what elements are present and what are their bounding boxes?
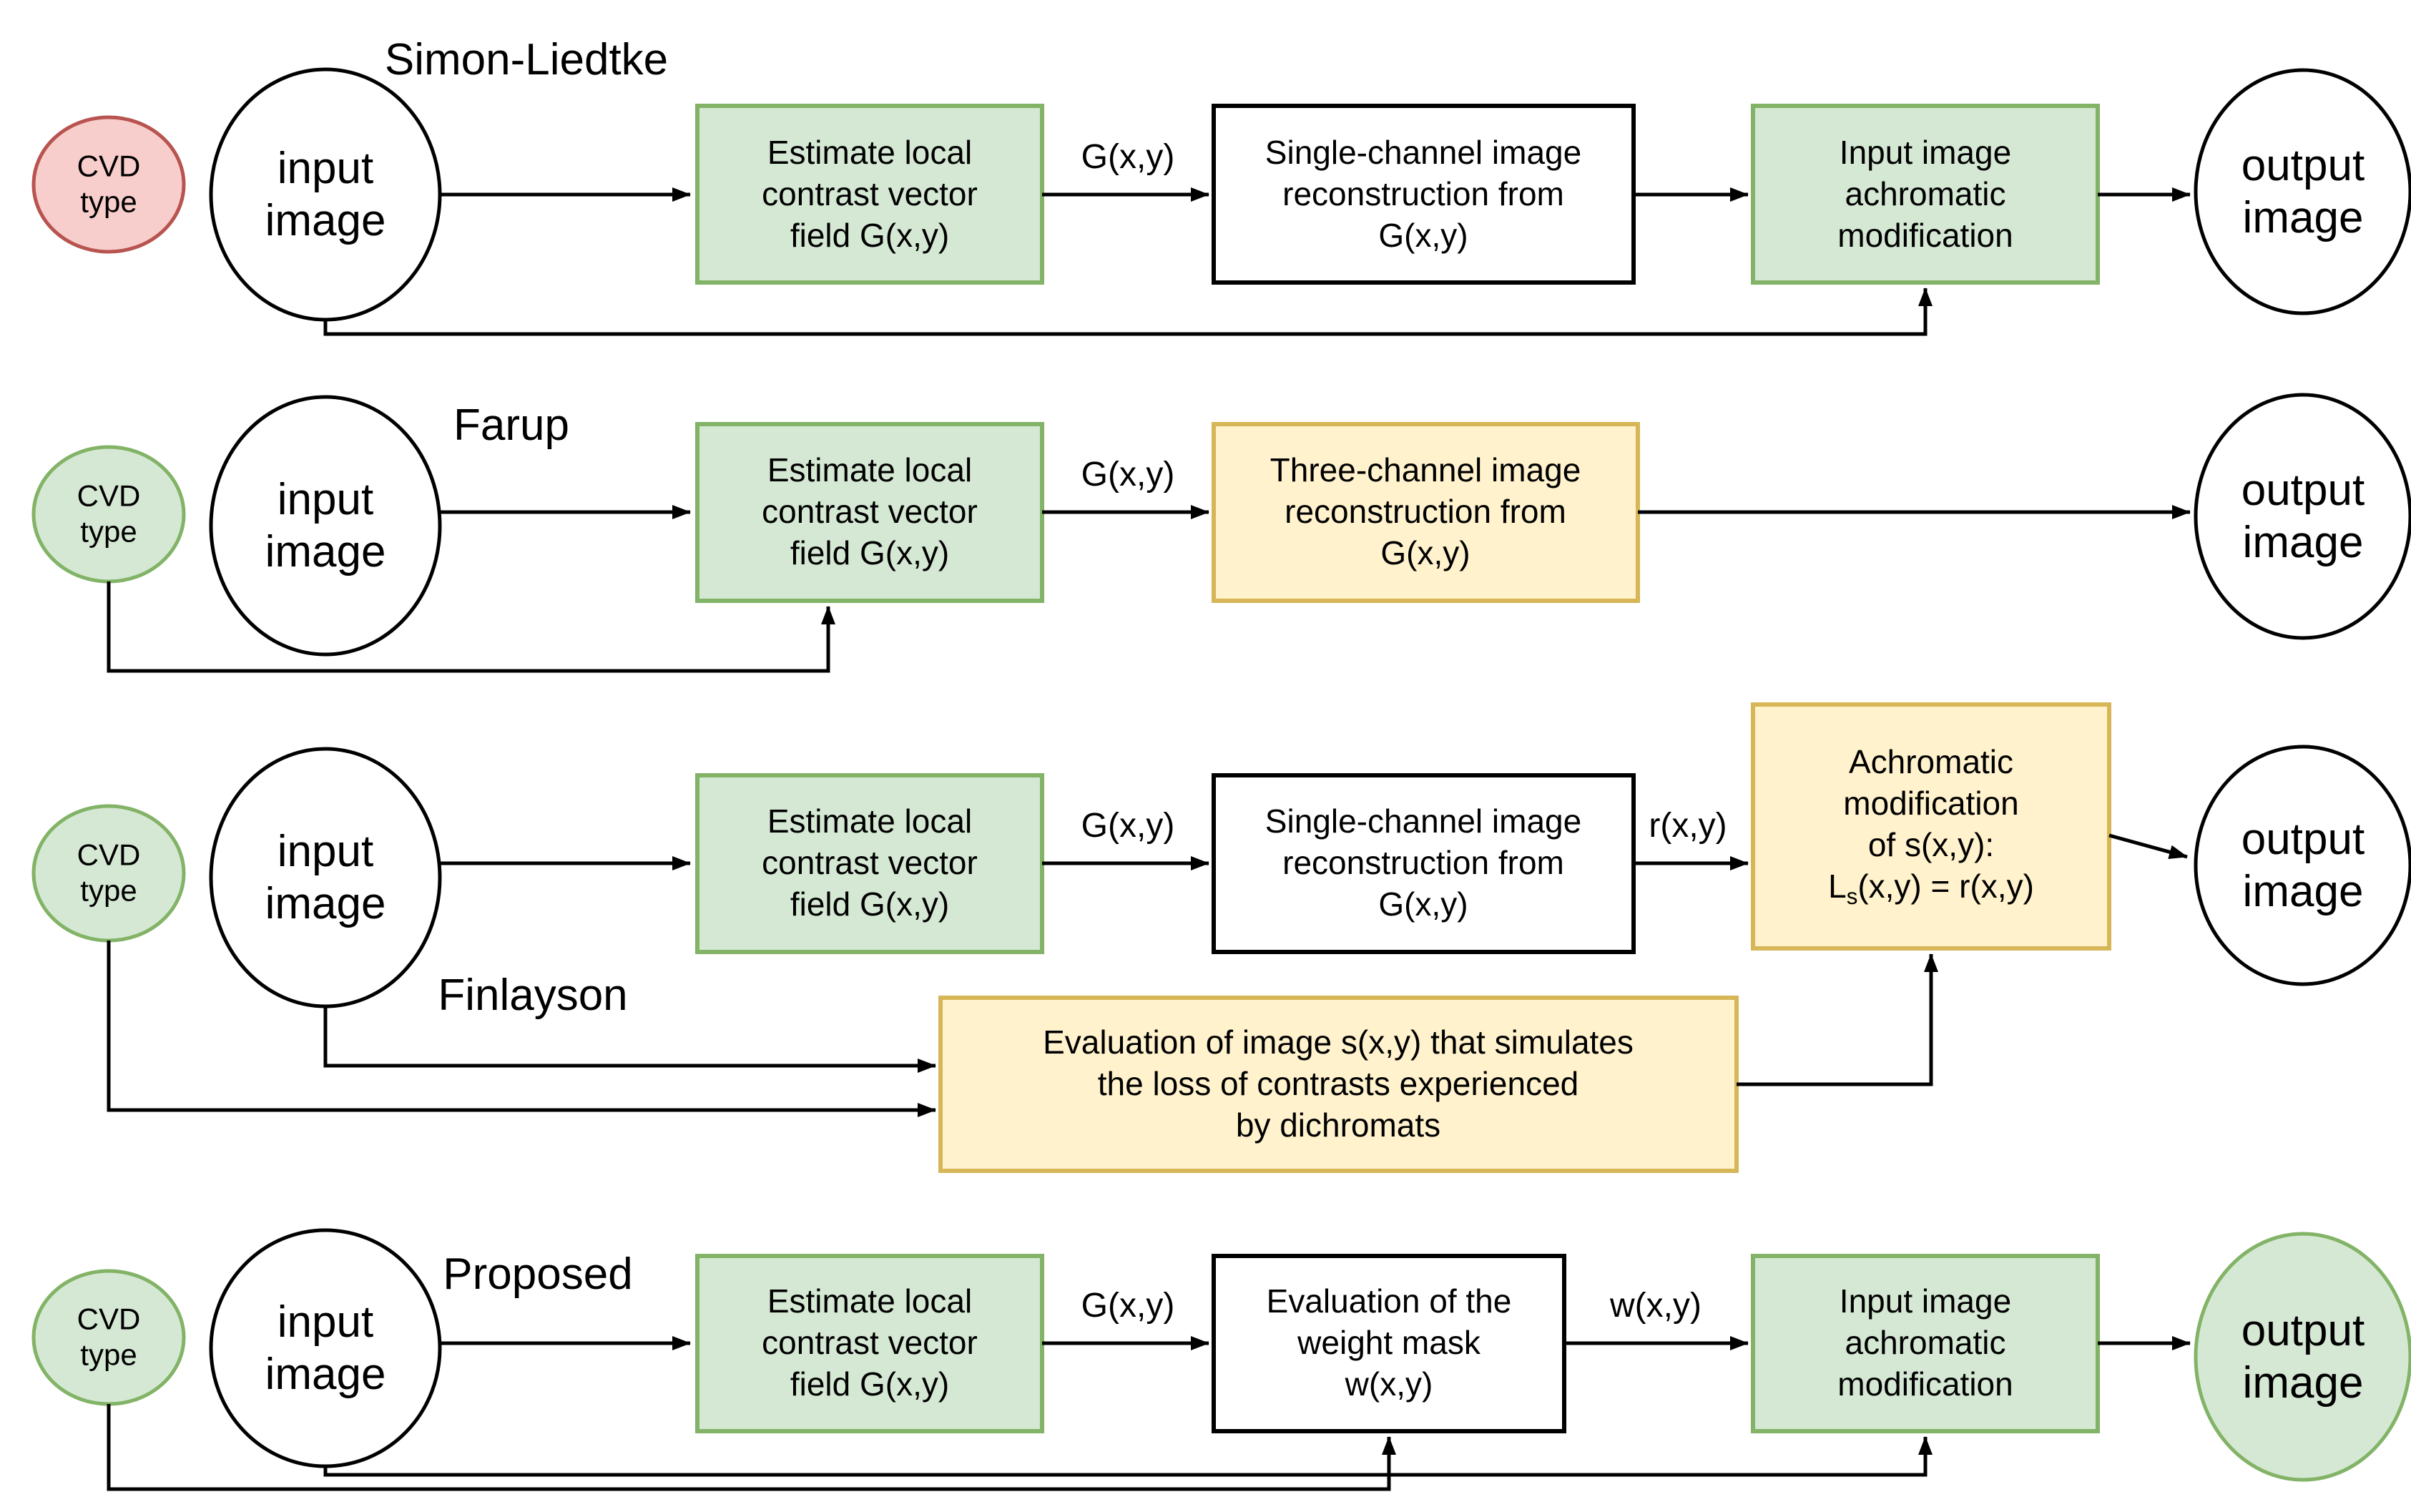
achromatic-modification-label: Input image achromatic modification	[1837, 134, 2013, 254]
estimate-contrast-label: Estimate local contrast vector field G(x…	[762, 134, 978, 254]
achromatic-modification-box	[1751, 1254, 2100, 1433]
edge-cvd-feedback-to-simulation	[107, 941, 936, 1117]
output-image-node	[2194, 393, 2411, 640]
cvd-type-label: CVD type	[77, 149, 141, 219]
method-title: Simon-Liedtke	[384, 34, 669, 84]
simulation-box	[938, 996, 1739, 1173]
estimate-contrast-label: Estimate local contrast vector field G(x…	[762, 802, 978, 923]
output-image-label: output image	[2241, 140, 2365, 242]
edge-label-gxy: G(x,y)	[1076, 140, 1179, 175]
cvd-type-label: CVD type	[77, 1302, 141, 1372]
single-channel-label: Single-channel image reconstruction from…	[1265, 134, 1582, 254]
edge-label-gxy: G(x,y)	[1076, 809, 1179, 843]
input-image-label: input image	[265, 826, 386, 928]
achromatic-s-lines: Achromatic modification of s(x,y):	[1843, 742, 2019, 863]
edge-label-wxy: w(x,y)	[1606, 1289, 1706, 1323]
output-image-label: output image	[2241, 465, 2365, 567]
weight-mask-box	[1212, 1254, 1566, 1433]
achromatic-s-label: Achromatic modification of s(x,y): Ls(x,…	[1828, 700, 2034, 952]
achromatic-s-formula: Ls(x,y) = r(x,y)	[1828, 867, 2034, 909]
output-image-node	[2194, 68, 2411, 315]
method-title: Finlayson	[438, 970, 628, 1020]
input-image-label: input image	[265, 1297, 386, 1399]
edge-input-feedback-to-achromatic	[323, 1436, 1933, 1477]
input-image-label: input image	[265, 143, 386, 245]
estimate-contrast-box	[695, 104, 1044, 285]
single-channel-label: Single-channel image reconstruction from…	[1265, 802, 1582, 923]
weight-mask-label: Evaluation of the weight mask w(x,y)	[1266, 1282, 1512, 1403]
cvd-type-label: CVD type	[77, 838, 141, 908]
edge-achromatic-s-to-output	[2108, 833, 2188, 860]
output-image-node	[2194, 745, 2411, 986]
cvd-type-label: CVD type	[77, 478, 141, 549]
edge-cvd-feedback-to-estimate	[107, 581, 835, 673]
three-channel-label: Three-channel image reconstruction from …	[1270, 451, 1581, 571]
achromatic-modification-label: Input image achromatic modification	[1837, 1282, 2013, 1403]
edge-label-gxy: G(x,y)	[1076, 1289, 1179, 1323]
input-image-node	[209, 395, 442, 657]
edge-label-gxy: G(x,y)	[1076, 458, 1179, 492]
edge-simulation-to-achromatic-s	[1737, 953, 1938, 1086]
subscript-s: s	[1846, 883, 1858, 909]
estimate-contrast-label: Estimate local contrast vector field G(x…	[762, 451, 978, 571]
edge-cvd-feedback-to-weight-mask	[107, 1404, 1396, 1491]
estimate-contrast-box	[695, 773, 1044, 954]
cvd-type-node	[31, 115, 186, 254]
method-title: Proposed	[443, 1249, 633, 1299]
output-image-node	[2194, 1232, 2411, 1482]
estimate-contrast-box	[695, 1254, 1044, 1433]
output-image-label: output image	[2241, 814, 2365, 916]
estimate-contrast-label: Estimate local contrast vector field G(x…	[762, 1282, 978, 1403]
method-title: Farup	[453, 400, 569, 450]
input-image-label: input image	[265, 474, 386, 576]
edge-input-feedback-to-achromatic	[323, 288, 1933, 336]
single-channel-box	[1212, 773, 1636, 954]
simulation-label: Evaluation of image s(x,y) that simulate…	[1043, 1023, 1634, 1144]
achromatic-s-box	[1751, 702, 2111, 951]
edge-label-rxy: r(x,y)	[1644, 809, 1732, 843]
edge-input-feedback-to-simulation	[323, 1006, 936, 1073]
output-image-label: output image	[2241, 1305, 2365, 1408]
